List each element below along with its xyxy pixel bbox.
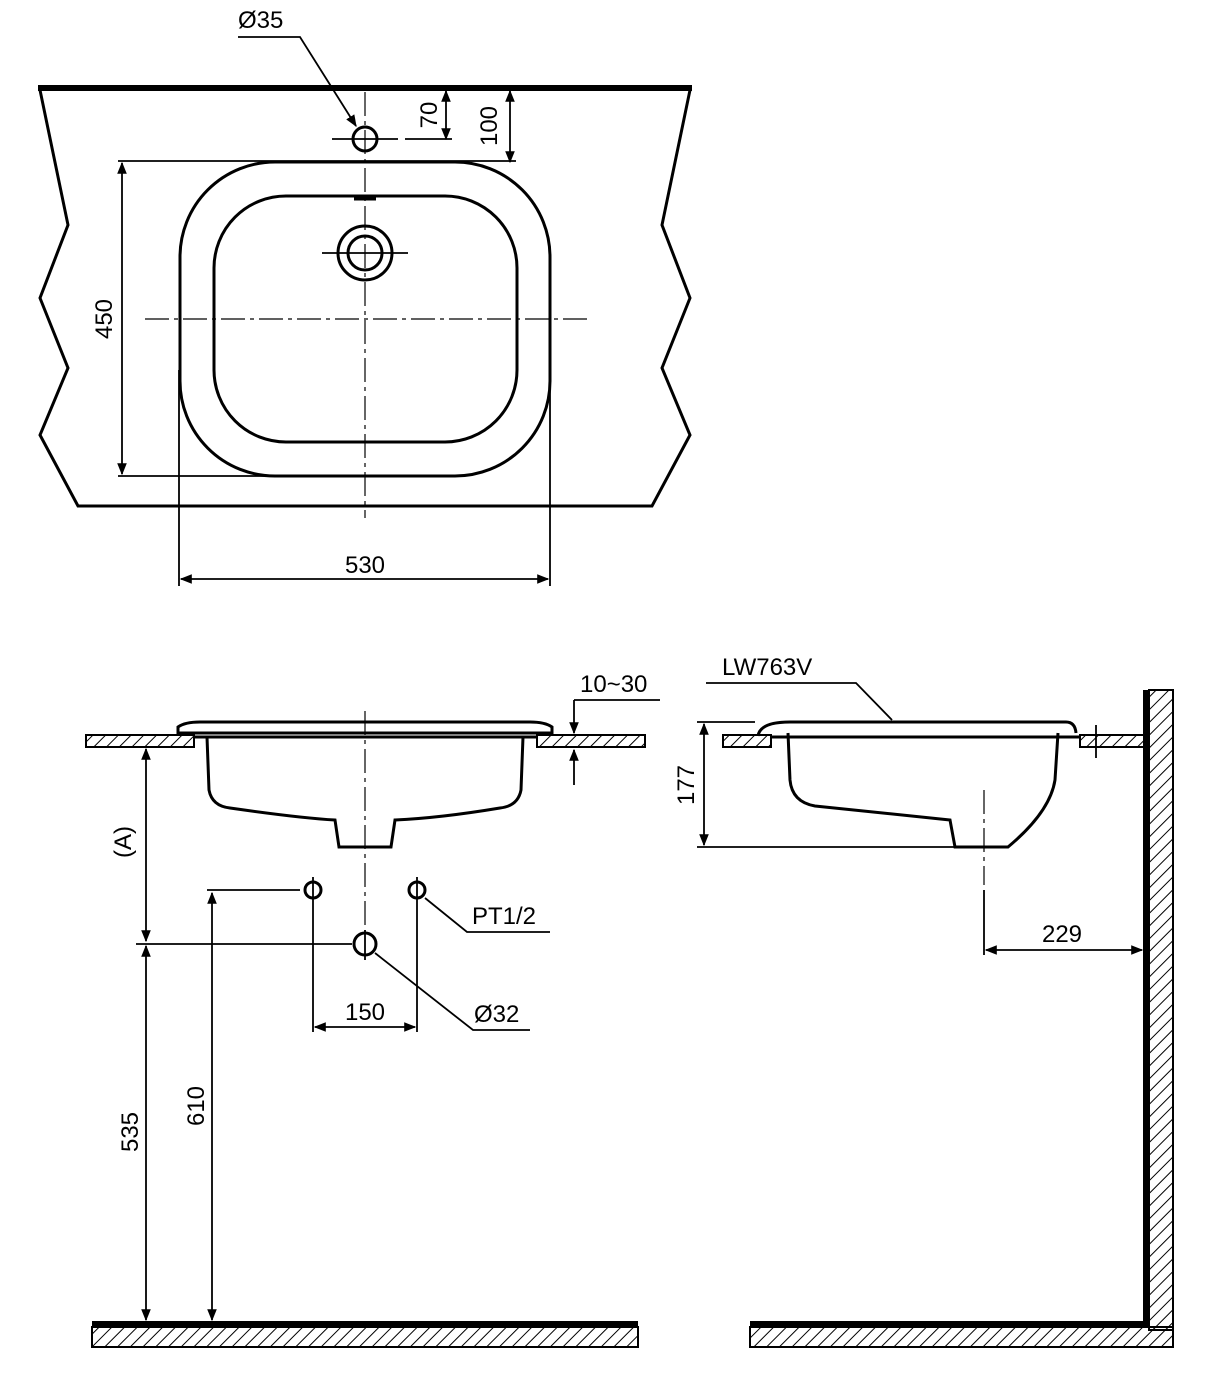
dim-535: 535 [117,1112,144,1152]
dim-150: 150 [345,999,385,1026]
top-view: Ø35 70 100 450 530 [38,7,692,586]
side-counter-slab-right [1079,734,1147,748]
model-label: LW763V [722,654,812,681]
dim-177: 177 [673,765,700,805]
dim-530: 530 [345,552,385,579]
countertop-outline [38,88,692,508]
tap-hole-label: Ø35 [238,7,283,34]
dim-70: 70 [416,102,443,129]
side-basin-rim [756,720,1078,737]
side-counter-slab-left [722,734,772,748]
dim-a: (A) [110,826,137,858]
dim-229: 229 [1042,921,1082,948]
dim-450: 450 [91,299,118,339]
side-view: LW763V 177 229 [673,654,1174,1348]
supply-thread-label: PT1/2 [472,903,536,930]
front-basin-rim [176,720,554,735]
drain-outlet-label: Ø32 [474,1001,519,1028]
dim-610: 610 [183,1086,210,1126]
front-view: 10~30 (A) Ø32 PT1/2 150 535 610 [85,671,660,1348]
counter-slab-right [536,734,646,748]
dim-counter-thickness: 10~30 [580,671,647,698]
dim-100: 100 [476,106,503,146]
side-basin-bowl [786,732,1060,849]
counter-slab-left [85,734,195,748]
